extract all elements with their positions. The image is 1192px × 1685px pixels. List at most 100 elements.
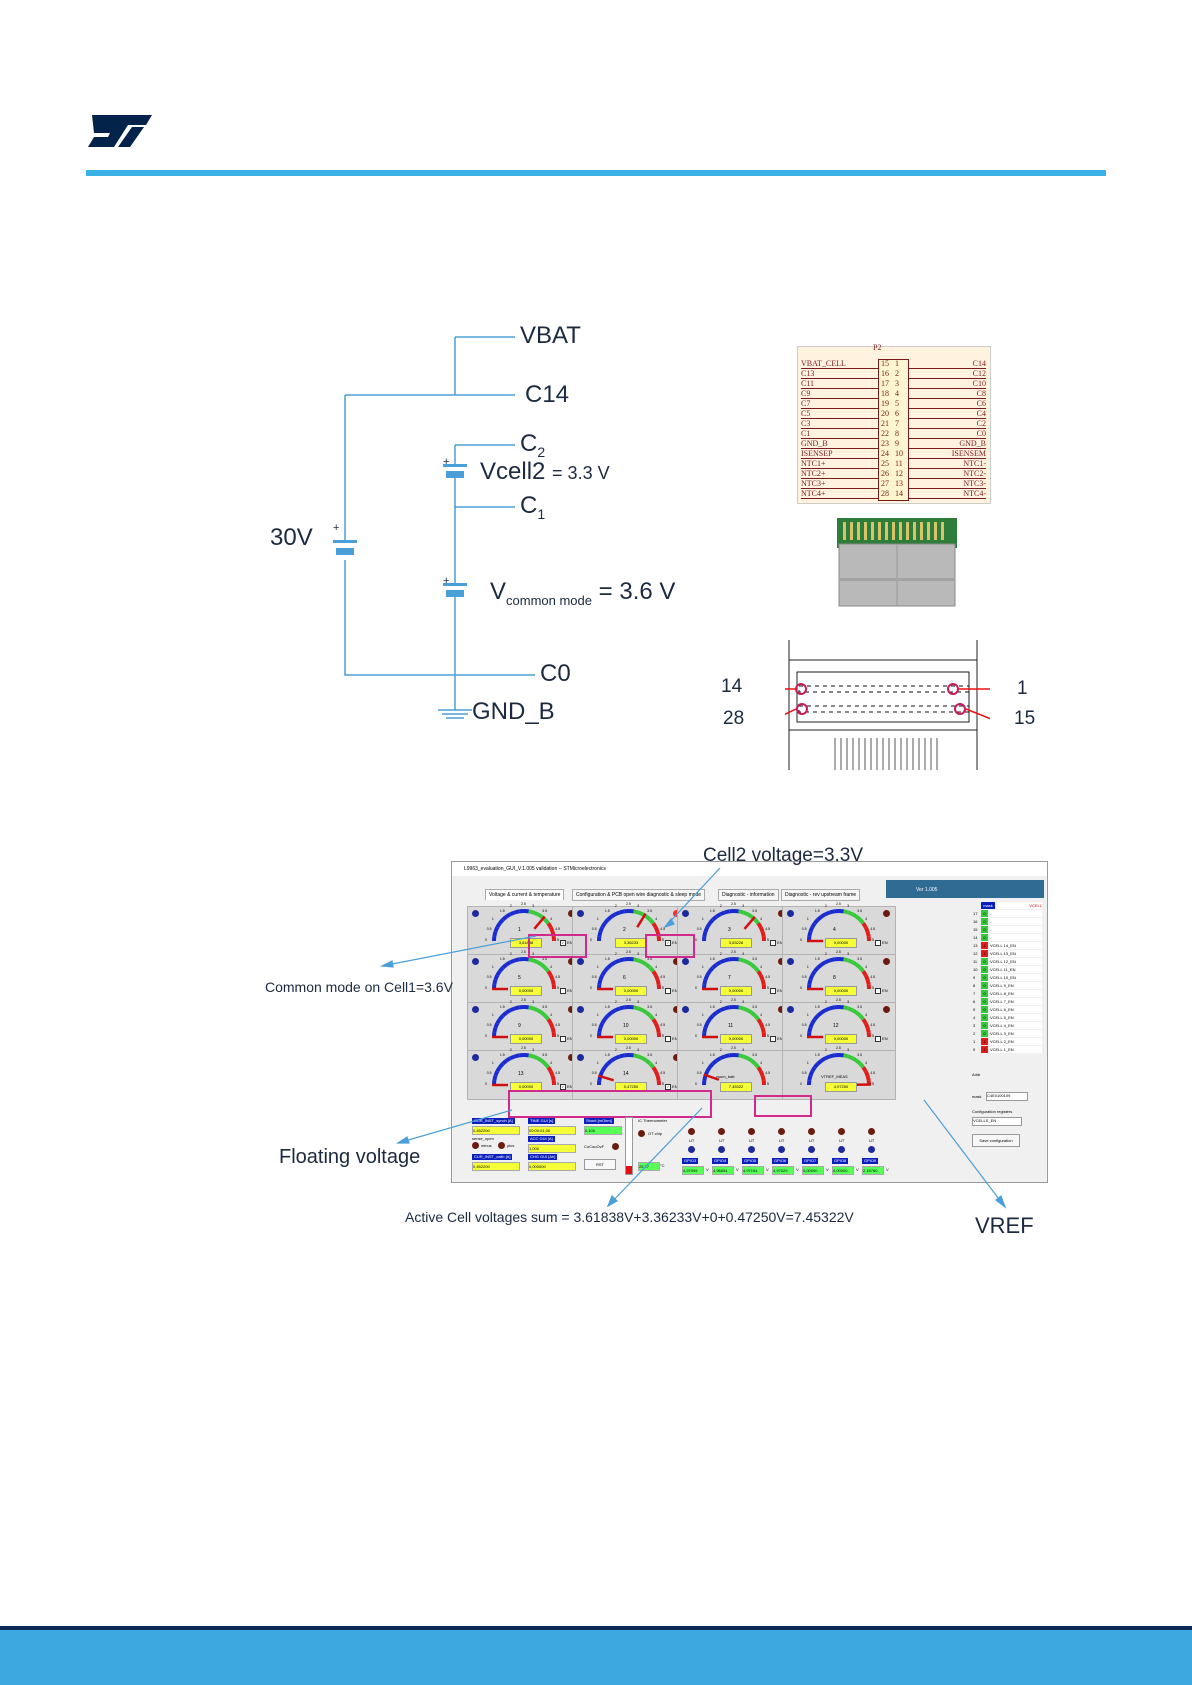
- ut-led-icon: [808, 1146, 815, 1153]
- ut-led-icon: [868, 1146, 875, 1153]
- connector-left-signal: NTC4+: [801, 489, 826, 498]
- gauge-tick-label: 0: [590, 1082, 592, 1086]
- gauge-tick-label: 1.5: [814, 956, 820, 961]
- cur-synch-value: 0,452200: [472, 1126, 520, 1135]
- gauge-tick-label: 1: [596, 1060, 599, 1065]
- gauge-dial: [492, 909, 556, 942]
- gauge-tick-label: 2: [614, 1047, 617, 1052]
- connector-pin-a: 21: [881, 419, 889, 428]
- rst-button[interactable]: RST: [584, 1159, 616, 1170]
- gauge-tick-label: 0.5: [486, 926, 492, 931]
- cell-enable-checkbox[interactable]: EN: [875, 988, 888, 994]
- gauge-tick-label: 2.5: [626, 998, 631, 1002]
- cell-enable-checkbox[interactable]: EN: [875, 940, 888, 946]
- tab-configuration[interactable]: Configuration & PCB open wire diagnostic…: [572, 889, 706, 901]
- gauge-tick-label: 4.5: [555, 974, 561, 979]
- gpio-unit: V: [856, 1167, 859, 1172]
- connector-left-signal: C13: [801, 369, 815, 378]
- vref-label: VTREF_MEAS: [821, 1074, 848, 1079]
- gauge-tick-label: 3.5: [647, 1052, 653, 1057]
- gauge-tick-label: 0: [590, 938, 592, 942]
- uv-led-icon: [577, 1006, 584, 1013]
- gauge-tick-label: 0: [590, 986, 592, 990]
- cell-number: 13: [518, 1071, 524, 1077]
- cell-number: 9: [518, 1023, 521, 1029]
- gauge-tick-label: 3: [532, 903, 535, 908]
- thermometer-icon: [625, 1117, 633, 1175]
- tab-voltage[interactable]: Voltage & current & temperature: [485, 889, 565, 900]
- gauge-dial: [807, 909, 871, 943]
- ot-led-icon: [808, 1128, 815, 1135]
- cell-number: 6: [623, 975, 626, 981]
- gpio-value: 4,97154: [742, 1166, 764, 1175]
- annotation-common-mode: Common mode on Cell1=3.6V: [265, 979, 453, 995]
- gauge-tick-label: 3: [637, 1047, 640, 1052]
- gauge-tick-label: 4: [550, 1012, 553, 1017]
- tab-diag-rev[interactable]: Diagnostic - rev upstream frame: [781, 889, 861, 901]
- cell-enable-checkbox[interactable]: ✓ EN: [560, 1084, 573, 1090]
- gpio-label: GPIO8: [832, 1158, 849, 1164]
- gui-titlebar: L9963_evaluation_GUI_V.1.005 validation …: [452, 862, 1047, 876]
- cell-enable-checkbox[interactable]: EN: [560, 988, 573, 994]
- plus-label: plus: [507, 1143, 515, 1148]
- cell-enable-checkbox[interactable]: EN: [665, 988, 678, 994]
- ov-led-icon: [568, 958, 575, 965]
- cell-enable-checkbox[interactable]: EN: [770, 988, 783, 994]
- gauge-tick-label: 4.5: [555, 926, 561, 931]
- cell-enable-checkbox[interactable]: EN: [665, 1036, 678, 1042]
- gpio-label: GPIO3: [682, 1158, 699, 1164]
- gauge-tick-label: 2.5: [521, 950, 526, 954]
- chg-gui-value: 0,000000: [528, 1162, 576, 1171]
- gauge-tick-label: 2.5: [521, 1046, 526, 1050]
- config-select[interactable]: VCELLS_EN: [972, 1117, 1022, 1126]
- gauge-tick-label: 5: [872, 938, 874, 942]
- connector-pin-a: 24: [881, 449, 889, 458]
- cell-enable-checkbox[interactable]: ✓ EN: [560, 940, 573, 946]
- connector-pin-a: 20: [881, 409, 889, 418]
- gpio-value: 0,00000: [832, 1166, 854, 1175]
- cell-enable-checkbox[interactable]: ✓ EN: [665, 1084, 678, 1090]
- gauge-tick-label: 2: [509, 903, 512, 908]
- cell-enable-checkbox[interactable]: ✓ EN: [665, 940, 678, 946]
- gauge-tick-label: 1: [491, 1012, 494, 1017]
- gauge-tick-label: 5: [872, 1034, 874, 1038]
- cell-enable-checkbox[interactable]: EN: [770, 940, 783, 946]
- gauge-tick-label: 1.5: [604, 956, 610, 961]
- gauge-tick-label: 0.5: [696, 1070, 702, 1075]
- tab-diag-info[interactable]: Diagnostic - information: [718, 889, 779, 901]
- gauge-tick-label: 3.5: [542, 1004, 548, 1009]
- gauge-tick-label: 2.5: [731, 902, 736, 906]
- shunt-label: Shunt [mOhm]: [584, 1118, 614, 1124]
- annotation-vref: VREF: [975, 1213, 1034, 1238]
- gauge-tick-label: 0.5: [801, 1070, 807, 1075]
- connector-right-signal: C14: [972, 359, 986, 368]
- ut-label: UT: [779, 1138, 785, 1143]
- gauge-tick-label: 3: [637, 903, 640, 908]
- connector-photo: [837, 518, 957, 607]
- gauge-tick-label: 4.5: [660, 974, 666, 979]
- connector-pin-b: 11: [895, 459, 903, 468]
- gauge-tick-label: 0: [485, 986, 487, 990]
- gauge-dial: [807, 1053, 872, 1086]
- ot-led-icon: [718, 1128, 725, 1135]
- cell-enable-checkbox[interactable]: EN: [875, 1036, 888, 1042]
- save-config-button[interactable]: Save configuration: [972, 1134, 1020, 1147]
- cell-number: 5: [518, 975, 521, 981]
- uv-led-icon: [577, 958, 584, 965]
- gauge-tick-label: 4: [760, 1012, 763, 1017]
- connector-pin-a: 28: [881, 489, 889, 498]
- gauge-tick-label: 3.5: [752, 956, 758, 961]
- cell-number: 14: [623, 1071, 629, 1077]
- vsum-label: vsum_batt: [716, 1074, 735, 1079]
- ot-chip-led-icon: [638, 1130, 645, 1137]
- gauge-tick-label: 1.5: [499, 1004, 505, 1009]
- cell-enable-checkbox[interactable]: EN: [770, 1036, 783, 1042]
- ov-led-icon: [673, 1054, 680, 1061]
- cell-enable-checkbox[interactable]: EN: [560, 1036, 573, 1042]
- cur-synch-label: CUR_INST_synch [A]: [472, 1118, 515, 1124]
